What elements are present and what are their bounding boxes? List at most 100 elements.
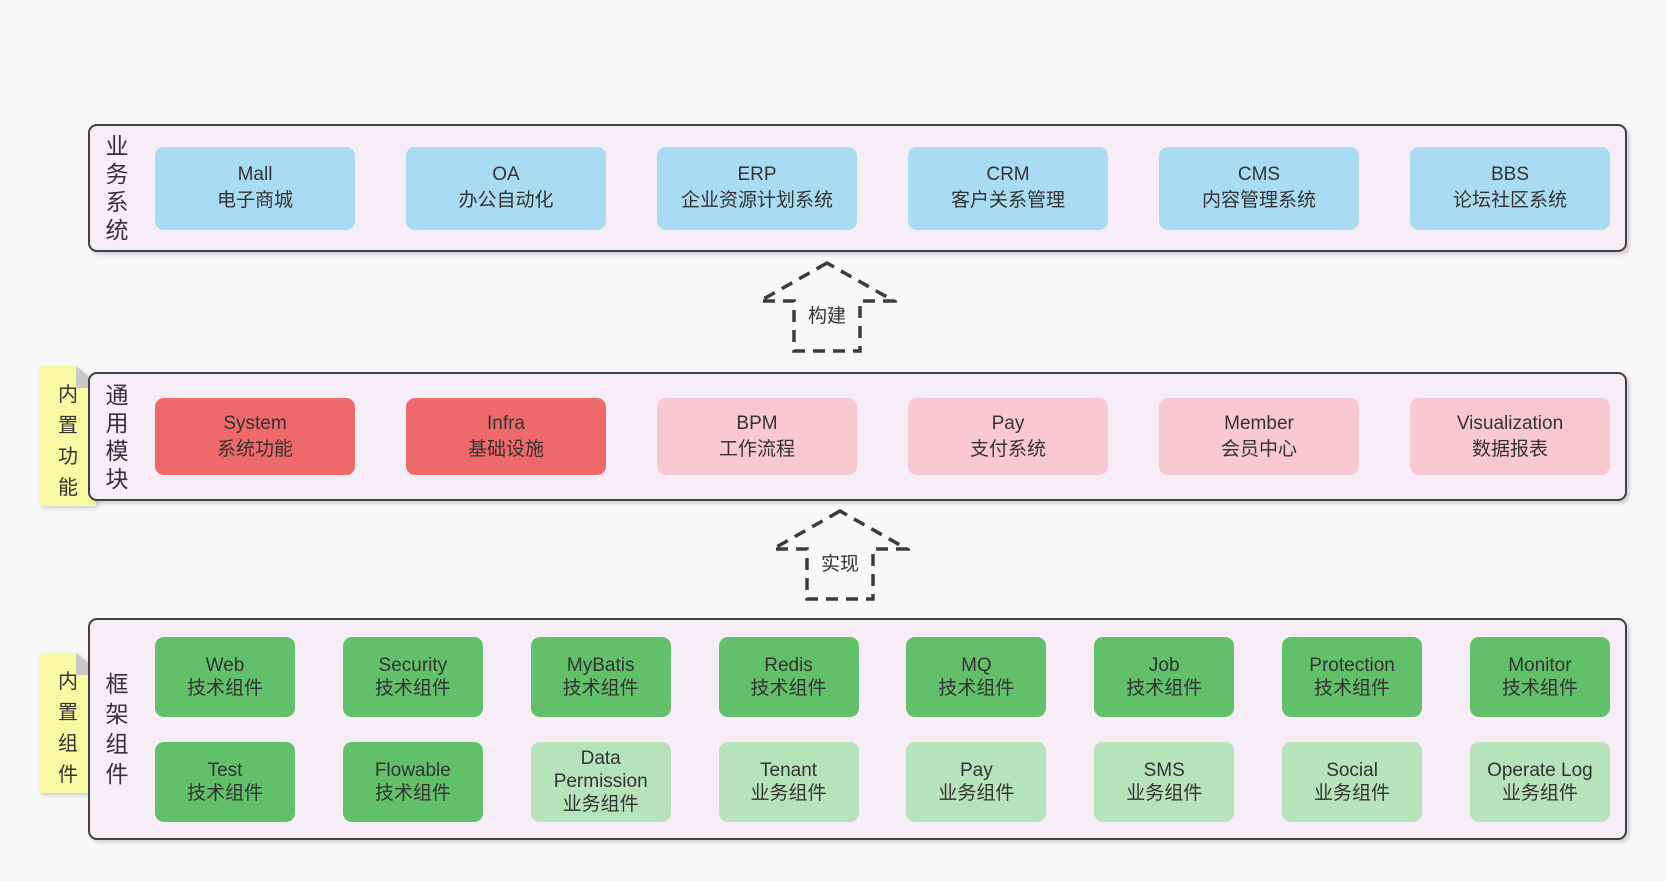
module-box-system: System 系统功能 — [155, 398, 355, 475]
box-subtitle: 电子商城 — [216, 190, 293, 211]
component-box-mq: MQ 技术组件 — [906, 636, 1047, 717]
box-subtitle: 业务组件 — [1126, 782, 1203, 804]
framework-components-row2: Test 技术组件 Flowable 技术组件 Data Permission … — [155, 741, 1610, 822]
box-subtitle: 系统功能 — [216, 438, 293, 460]
arrow-up-icon — [757, 260, 897, 353]
box-subtitle: 技术组件 — [1501, 677, 1578, 699]
box-subtitle: 工作流程 — [718, 438, 795, 460]
box-subtitle: 内容管理系统 — [1201, 190, 1316, 211]
component-box-pay: Pay 业务组件 — [906, 741, 1047, 822]
builtin-functions-label: 内置功能 — [58, 384, 78, 499]
box-title: BBS — [1490, 164, 1530, 185]
box-subtitle: 企业资源计划系统 — [680, 190, 833, 211]
box-title: Test — [207, 759, 243, 781]
component-box-monitor: Monitor 技术组件 — [1469, 636, 1610, 717]
system-box-cms: CMS 内容管理系统 — [1159, 146, 1359, 230]
box-title: MyBatis — [566, 654, 635, 676]
box-subtitle: 技术组件 — [186, 677, 263, 699]
box-title: Monitor — [1508, 654, 1572, 676]
box-subtitle: 会员中心 — [1220, 438, 1297, 460]
common-modules-boxes: System 系统功能 Infra 基础设施 BPM 工作流程 Pay 支付系统… — [155, 398, 1610, 475]
box-subtitle: 技术组件 — [938, 677, 1015, 699]
box-title: System — [223, 412, 287, 434]
box-subtitle: 技术组件 — [186, 782, 263, 804]
business-systems-label: 业务系统 — [105, 133, 129, 243]
system-box-oa: OA 办公自动化 — [406, 146, 606, 230]
box-title: Pay — [991, 412, 1025, 434]
box-title: Infra — [486, 412, 526, 434]
implement-arrow: 实现 — [770, 508, 910, 602]
build-arrow: 构建 — [757, 260, 897, 354]
box-subtitle: 技术组件 — [374, 782, 451, 804]
system-box-bbs: BBS 论坛社区系统 — [1410, 146, 1610, 230]
box-subtitle: 技术组件 — [374, 677, 451, 699]
component-box-social: Social 业务组件 — [1282, 741, 1423, 822]
box-subtitle: 业务组件 — [750, 782, 827, 804]
box-subtitle: 业务组件 — [1314, 782, 1391, 804]
common-modules-panel: 通用模块 System 系统功能 Infra 基础设施 BPM 工作流程 Pay… — [88, 372, 1627, 501]
component-box-mybatis: MyBatis 技术组件 — [530, 636, 671, 717]
box-title: ERP — [737, 164, 777, 185]
box-title: Mall — [237, 164, 273, 185]
arrow-up-icon — [770, 508, 910, 601]
box-subtitle: 论坛社区系统 — [1452, 190, 1567, 211]
box-title: Tenant — [760, 759, 818, 781]
component-box-security: Security 技术组件 — [342, 636, 483, 717]
system-box-crm: CRM 客户关系管理 — [908, 146, 1108, 230]
box-subtitle: 数据报表 — [1471, 438, 1548, 460]
box-subtitle: 技术组件 — [1314, 677, 1391, 699]
module-box-infra: Infra 基础设施 — [406, 398, 606, 475]
module-box-pay: Pay 支付系统 — [908, 398, 1108, 475]
common-modules-label: 通用模块 — [105, 381, 129, 492]
component-box-test: Test 技术组件 — [155, 741, 295, 822]
box-subtitle: 客户关系管理 — [950, 190, 1065, 211]
box-title: Visualization — [1456, 412, 1564, 434]
box-title: OA — [492, 164, 520, 185]
module-box-visualization: Visualization 数据报表 — [1410, 398, 1610, 475]
box-title: Pay — [960, 759, 993, 781]
box-title: BPM — [736, 412, 778, 434]
box-subtitle: 技术组件 — [562, 677, 639, 699]
box-title: CMS — [1237, 164, 1281, 185]
box-subtitle: 支付系统 — [969, 438, 1046, 460]
box-title: Job — [1148, 654, 1180, 676]
implement-arrow-label: 实现 — [815, 549, 865, 576]
box-subtitle: 办公自动化 — [458, 190, 554, 211]
box-title: SMS — [1143, 759, 1185, 781]
component-box-protection: Protection 技术组件 — [1282, 636, 1423, 717]
module-box-bpm: BPM 工作流程 — [657, 398, 857, 475]
box-subtitle: 业务组件 — [562, 794, 639, 815]
box-title: CRM — [986, 164, 1030, 185]
box-subtitle: 技术组件 — [1126, 677, 1203, 699]
box-subtitle: 技术组件 — [750, 677, 827, 699]
box-title: Security — [378, 654, 448, 676]
box-subtitle: 基础设施 — [467, 438, 544, 460]
box-subtitle: 业务组件 — [938, 782, 1015, 804]
component-box-web: Web 技术组件 — [155, 636, 295, 717]
component-box-operate-log: Operate Log 业务组件 — [1469, 741, 1610, 822]
framework-components-panel: 框架组件 Web 技术组件 Security 技术组件 MyBatis 技术组件… — [88, 618, 1627, 840]
box-title: Data Permission — [553, 748, 648, 792]
framework-components-row1: Web 技术组件 Security 技术组件 MyBatis 技术组件 Redi… — [155, 636, 1610, 717]
business-systems-panel: 业务系统 Mall 电子商城 OA 办公自动化 ERP 企业资源计划系统 CRM… — [88, 124, 1627, 252]
system-box-mall: Mall 电子商城 — [155, 146, 355, 230]
box-title: Protection — [1309, 654, 1395, 676]
business-systems-boxes: Mall 电子商城 OA 办公自动化 ERP 企业资源计划系统 CRM 客户关系… — [155, 146, 1610, 230]
build-arrow-label: 构建 — [802, 301, 852, 328]
box-title: Member — [1224, 412, 1294, 434]
box-title: Social — [1326, 759, 1378, 781]
builtin-components-label: 内置组件 — [58, 671, 78, 786]
box-title: Operate Log — [1487, 759, 1593, 781]
builtin-components-sticky: 内置组件 — [40, 653, 104, 793]
module-box-member: Member 会员中心 — [1159, 398, 1359, 475]
component-box-job: Job 技术组件 — [1094, 636, 1235, 717]
box-title: Web — [205, 654, 245, 676]
component-box-tenant: Tenant 业务组件 — [718, 741, 859, 822]
framework-components-label: 框架组件 — [105, 671, 129, 787]
box-subtitle: 业务组件 — [1501, 782, 1578, 804]
framework-components-rows: Web 技术组件 Security 技术组件 MyBatis 技术组件 Redi… — [155, 636, 1610, 822]
component-box-flowable: Flowable 技术组件 — [342, 741, 483, 822]
component-box-sms: SMS 业务组件 — [1094, 741, 1235, 822]
component-box-data-permission: Data Permission 业务组件 — [530, 741, 671, 822]
box-title: MQ — [961, 654, 992, 676]
